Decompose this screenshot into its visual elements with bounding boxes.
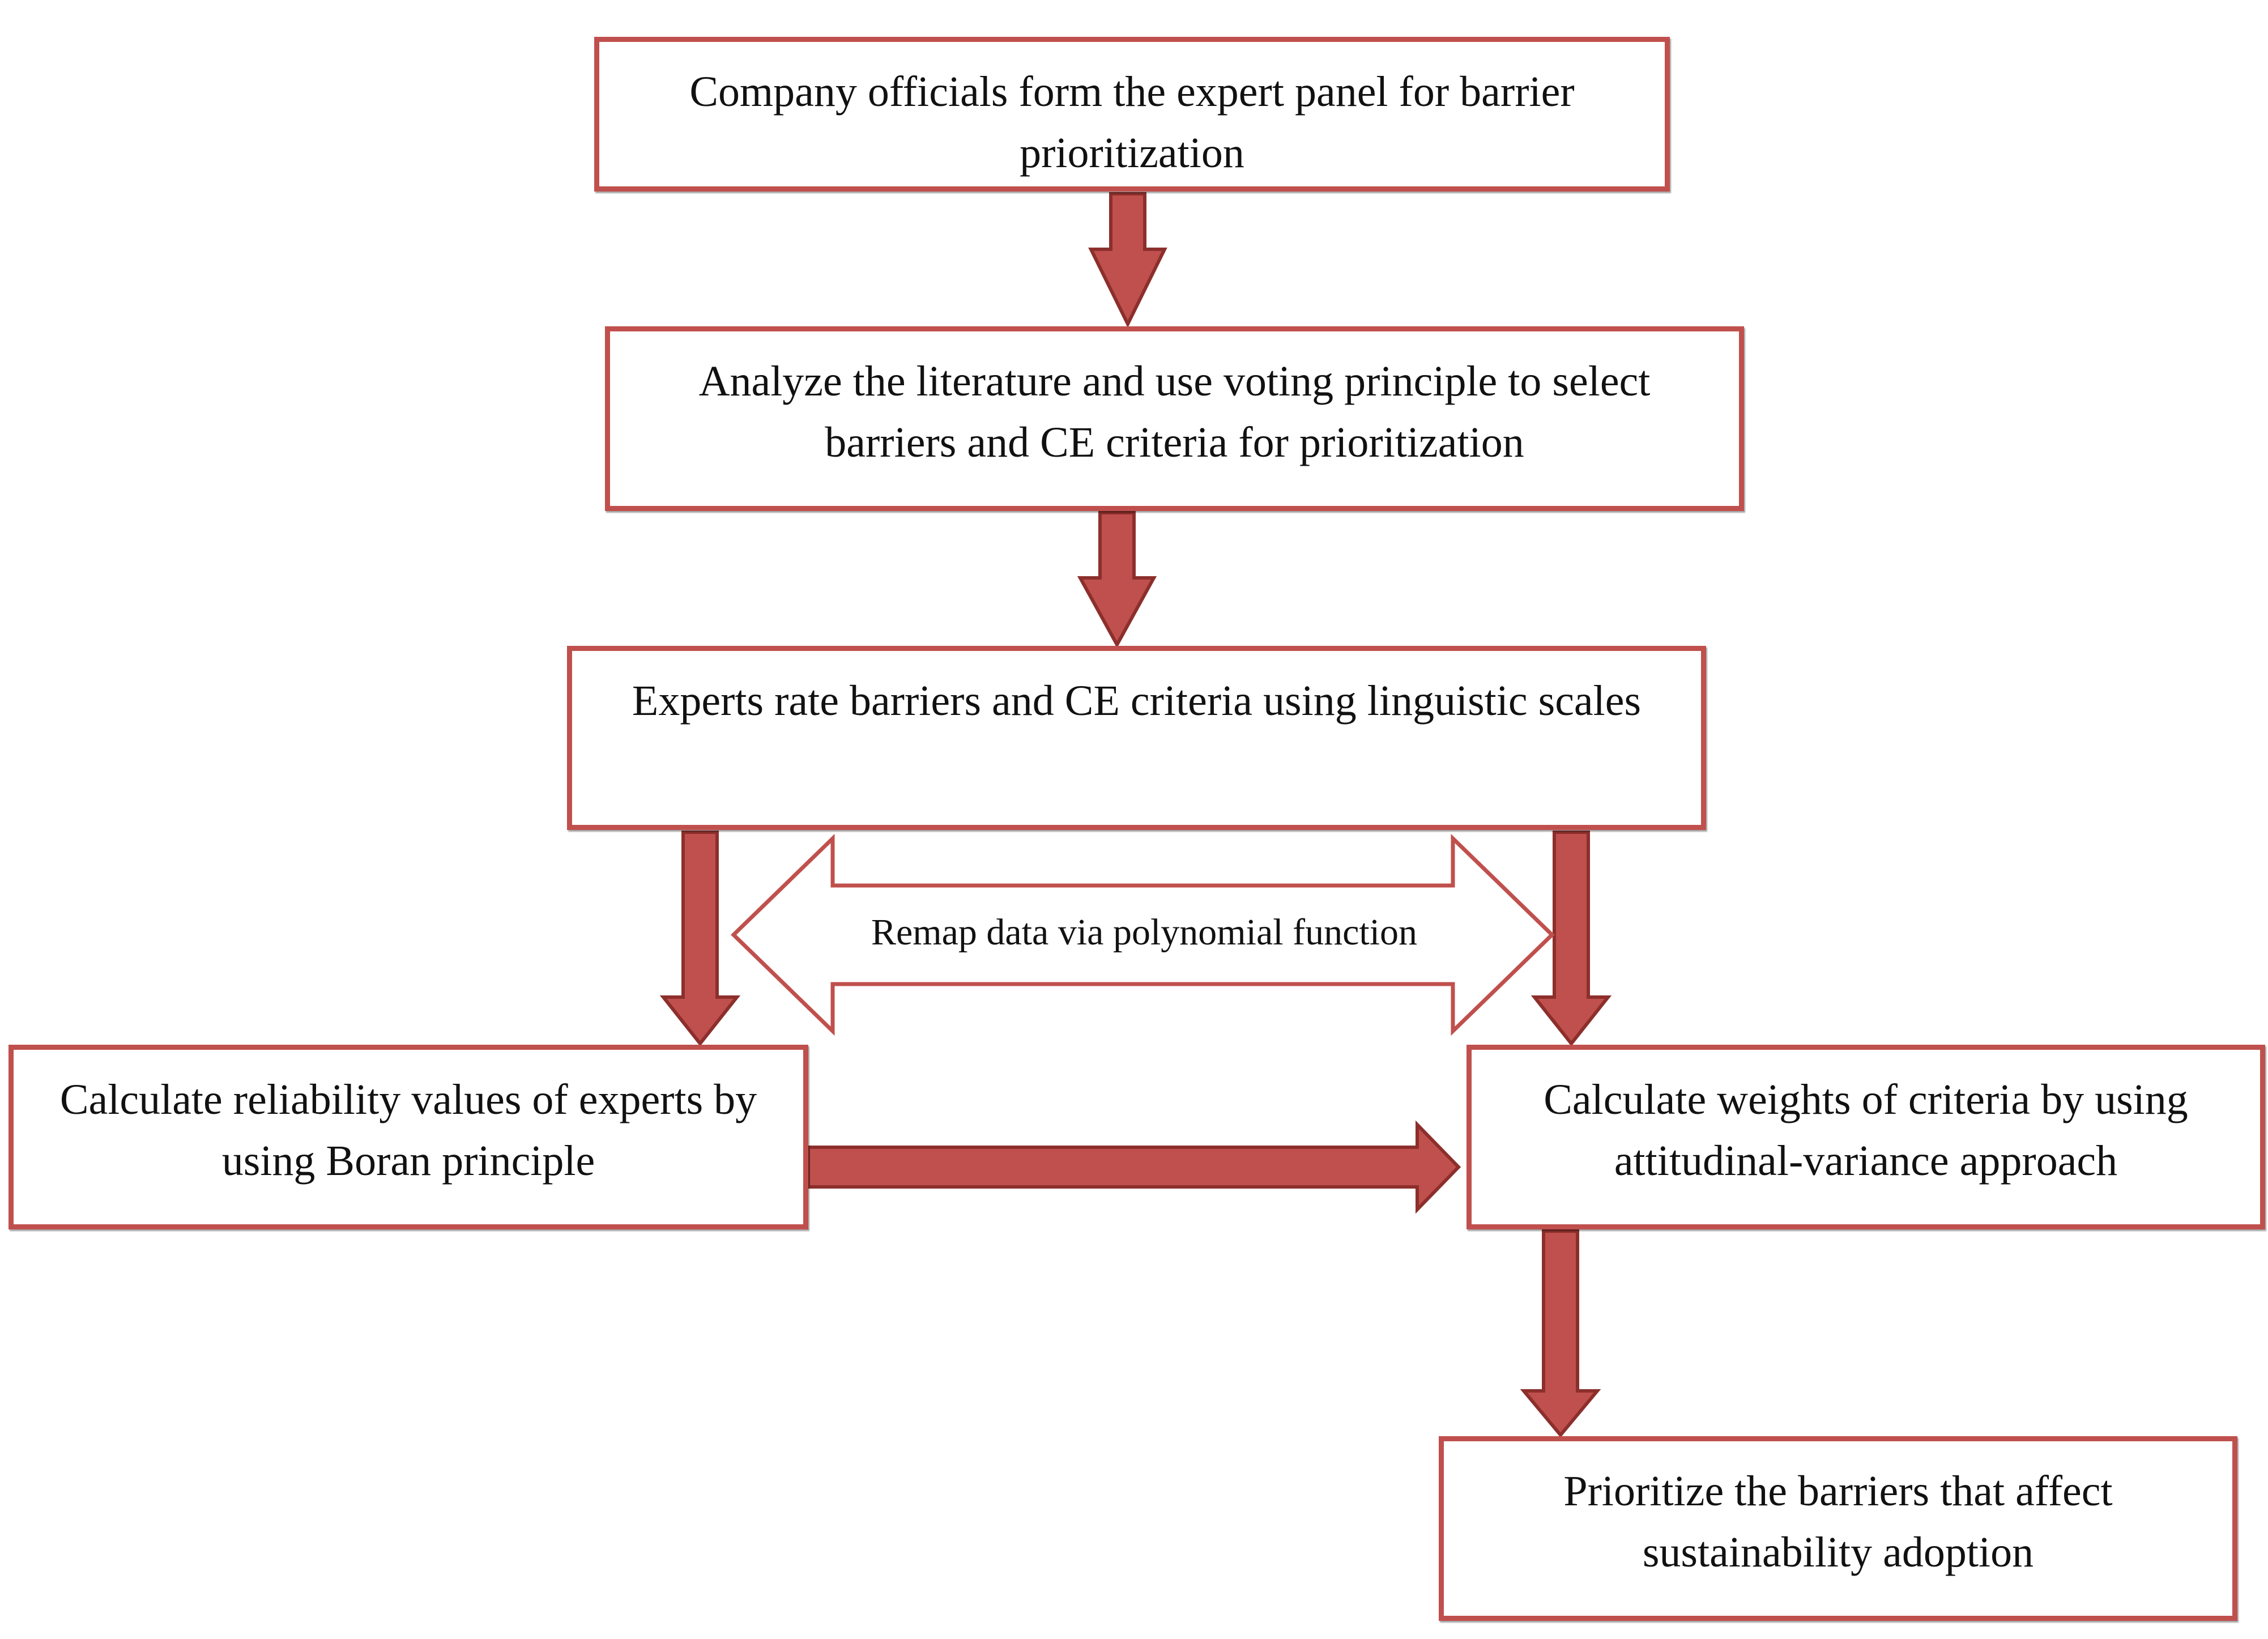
step-3-text: Experts rate barriers and CE criteria us… xyxy=(632,677,1642,725)
arrow-step2-to-step3 xyxy=(1077,511,1157,649)
step-6-box: Prioritize the barriers that affect sust… xyxy=(1439,1436,2237,1621)
arrow-step3-to-step4 xyxy=(659,831,741,1046)
step-5-text: Calculate weights of criteria by using a… xyxy=(1544,1076,2188,1185)
step-4-text: Calculate reliability values of experts … xyxy=(59,1076,757,1185)
step-6-text: Prioritize the barriers that affect sust… xyxy=(1563,1467,2113,1576)
step-2-text: Analyze the literature and use voting pr… xyxy=(698,357,1651,466)
arrow-step5-to-step6 xyxy=(1520,1229,1601,1438)
step-5-box: Calculate weights of criteria by using a… xyxy=(1466,1045,2265,1229)
arrow-step1-to-step2 xyxy=(1088,192,1167,328)
arrow-step3-to-step5 xyxy=(1531,831,1612,1046)
step-3-box: Experts rate barriers and CE criteria us… xyxy=(567,646,1706,830)
step-2-box: Analyze the literature and use voting pr… xyxy=(605,326,1744,511)
remap-double-arrow xyxy=(730,833,1555,1036)
arrow-step4-to-step5 xyxy=(807,1120,1461,1214)
remap-label: Remap data via polynomial function xyxy=(871,912,1418,953)
step-1-box: Company officials form the expert panel … xyxy=(594,37,1670,191)
step-1-text: Company officials form the expert panel … xyxy=(689,68,1575,177)
step-4-box: Calculate reliability values of experts … xyxy=(8,1045,808,1229)
